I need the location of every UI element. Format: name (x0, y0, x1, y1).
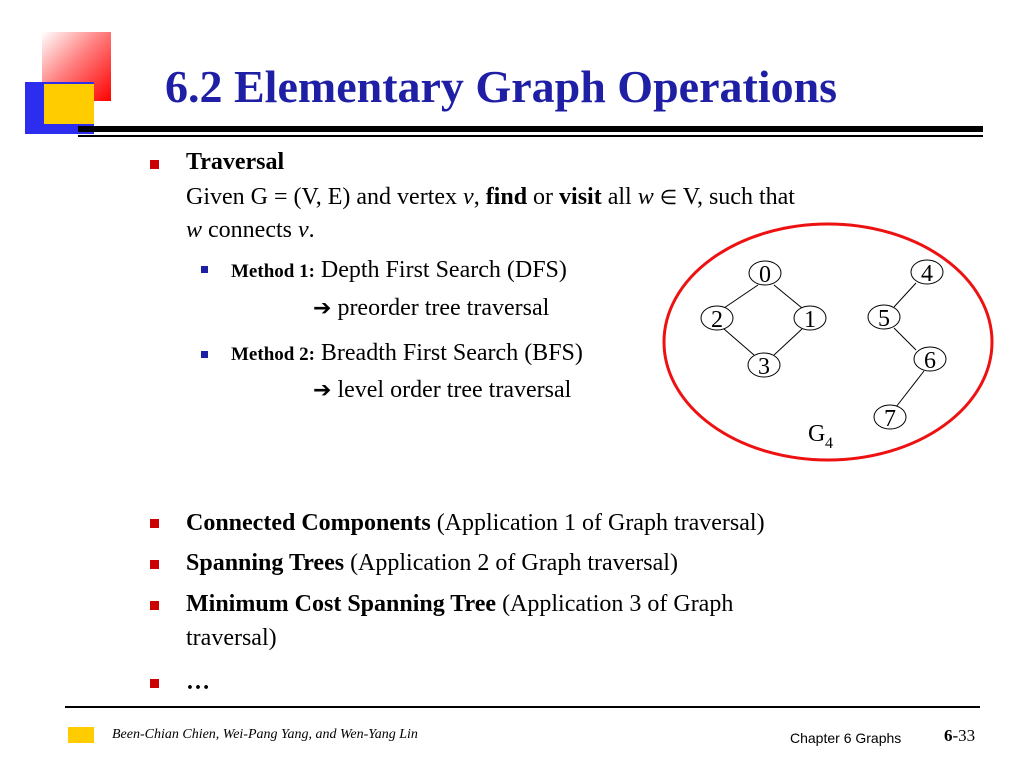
method-2-result-line: ➔ level order tree traversal (313, 378, 571, 402)
such-that-text: V, such that (677, 184, 795, 210)
vertex-w-2: w (186, 217, 203, 243)
bullet-ellipsis (150, 679, 159, 688)
graph-label-subscript: 4 (825, 435, 833, 452)
footer-authors: Been-Chian Chien, Wei-Pang Yang, and Wen… (112, 727, 418, 742)
edge-1-3 (773, 328, 803, 356)
app-min-cost-spanning-tree: Minimum Cost Spanning Tree (Application … (186, 592, 733, 616)
method-1-result-line: ➔ preorder tree traversal (313, 296, 549, 320)
app-spanning-trees: Spanning Trees (Application 2 of Graph t… (186, 551, 678, 575)
node-6: 6 (913, 346, 947, 374)
page-number-rest: -33 (952, 726, 976, 745)
title-rule-thin (78, 135, 983, 137)
app-3-continuation: traversal) (186, 625, 277, 651)
app-2-rest: (Application 2 of Graph traversal) (344, 550, 678, 576)
vertex-w: w (637, 184, 654, 210)
slide-title: 6.2 Elementary Graph Operations (165, 61, 838, 112)
highlight-ellipse (662, 222, 994, 462)
node-7: 7 (873, 404, 907, 432)
edge-0-1 (773, 284, 803, 309)
footer-chapter: Chapter 6 Graphs (790, 730, 902, 746)
svg-text:6: 6 (924, 348, 936, 374)
svg-text:0: 0 (759, 262, 771, 288)
app-2-bold: Spanning Trees (186, 550, 345, 576)
bullet-traversal (150, 160, 159, 169)
method-1-label: Method 1: (231, 261, 315, 282)
edge-4-5 (893, 282, 917, 308)
bullet-method-2 (201, 351, 208, 358)
all-word: all (601, 184, 638, 210)
given-text: Given G = (V, E) and vertex (186, 184, 464, 210)
method-2-name: Breadth First Search (BFS) (320, 340, 583, 366)
or-word: or (527, 184, 560, 210)
bullet-method-1 (201, 266, 208, 273)
node-1: 1 (793, 305, 827, 333)
app-1-rest: (Application 1 of Graph traversal) (430, 510, 765, 536)
comma: , (473, 184, 486, 210)
node-5: 5 (867, 304, 901, 332)
method-1-name: Depth First Search (DFS) (320, 257, 567, 283)
svg-text:1: 1 (804, 307, 816, 333)
find-word: find (485, 184, 528, 210)
method-2-label: Method 2: (231, 344, 315, 365)
arrow-icon: ➔ (313, 378, 332, 403)
traversal-heading: Traversal (186, 149, 285, 175)
svg-text:7: 7 (884, 406, 896, 432)
app-1-bold: Connected Components (186, 510, 431, 536)
edge-5-6 (893, 327, 917, 351)
graph-label: G (808, 421, 825, 447)
svg-text:4: 4 (921, 261, 933, 287)
edge-2-3 (723, 328, 755, 356)
footer-logo-box (68, 727, 94, 743)
connects-text: connects (202, 217, 298, 243)
vertex-v-2: v (297, 217, 309, 243)
page-number-chapter: 6 (944, 726, 953, 745)
period: . (308, 217, 315, 243)
bullet-spanning-trees (150, 560, 159, 569)
arrow-icon: ➔ (313, 296, 332, 321)
app-3-bold: Minimum Cost Spanning Tree (186, 591, 497, 617)
node-2: 2 (700, 305, 734, 333)
graph-g4: 0 2 1 3 4 5 6 7 G 4 (662, 222, 994, 462)
app-connected-components: Connected Components (Application 1 of G… (186, 511, 765, 535)
element-of-symbol: ∈ (659, 187, 678, 209)
method-1-result: preorder tree traversal (337, 295, 550, 321)
node-0: 0 (748, 260, 782, 288)
app-ellipsis: … (186, 669, 210, 695)
edge-0-2 (723, 284, 759, 309)
svg-text:2: 2 (711, 307, 723, 333)
svg-text:3: 3 (758, 354, 770, 380)
visit-word: visit (559, 184, 602, 210)
footer-rule (65, 706, 980, 708)
method-2-line: Method 2: Breadth First Search (BFS) (231, 341, 583, 365)
logo-yellow-square (44, 84, 94, 124)
svg-text:5: 5 (878, 306, 890, 332)
traversal-line-2: w connects v. (186, 218, 315, 242)
traversal-line-1: Given G = (V, E) and vertex v, find or v… (186, 185, 795, 209)
page-number: 6-33 (944, 726, 975, 746)
method-2-result: level order tree traversal (337, 377, 572, 403)
node-4: 4 (910, 259, 944, 287)
node-3: 3 (747, 352, 781, 380)
vertex-v: v (463, 184, 474, 210)
app-3-rest: (Application 3 of Graph (496, 591, 734, 617)
bullet-connected-components (150, 519, 159, 528)
bullet-min-cost-spanning-tree (150, 601, 159, 610)
title-rule-thick (78, 126, 983, 132)
edge-6-7 (895, 370, 925, 408)
method-1-line: Method 1: Depth First Search (DFS) (231, 258, 567, 282)
